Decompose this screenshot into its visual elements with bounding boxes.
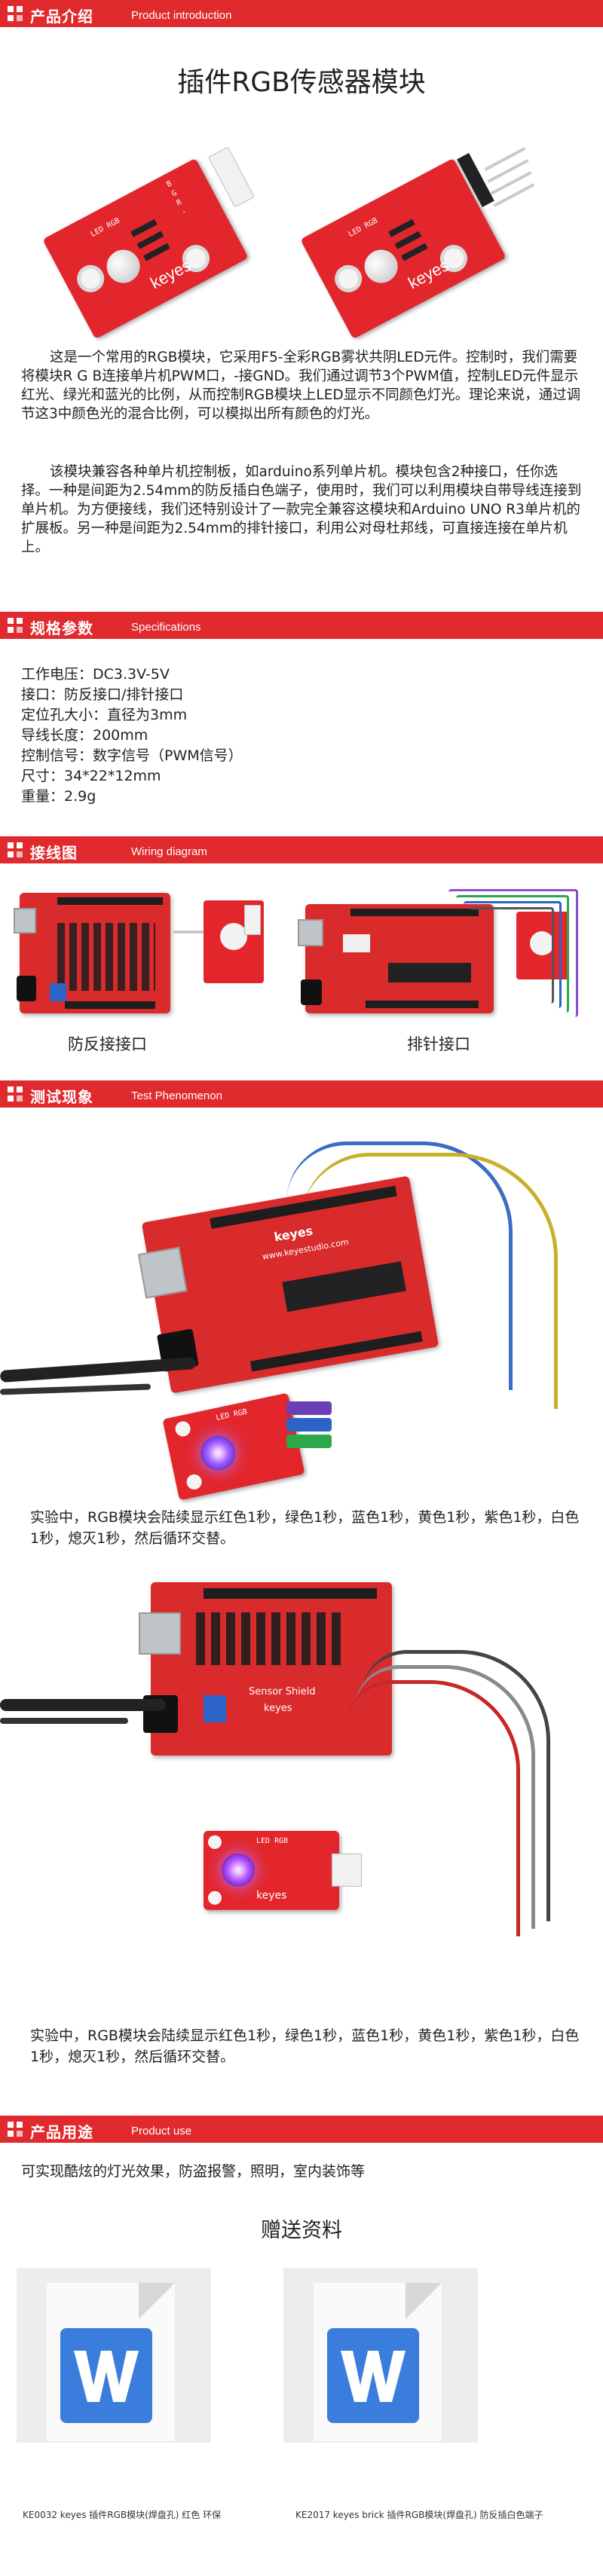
section-header-test: 测试现象 Test Phenomenon: [0, 1080, 603, 1108]
section-title: 产品介绍: [30, 8, 93, 26]
board-logo: keyes: [273, 1223, 314, 1245]
section-title: 产品用途: [30, 2123, 93, 2141]
section-icon: [8, 842, 23, 857]
board-brand: keyes: [264, 1703, 292, 1714]
spec-item: 导线长度：200mm: [21, 727, 148, 744]
wiring-label-pinheader: 排针接口: [407, 1035, 470, 1053]
section-title: 接线图: [30, 844, 78, 862]
module-label: LED RGB: [256, 1837, 289, 1845]
wiring-diagram-connector: [14, 885, 279, 1017]
wiring-label-connector: 防反接接口: [68, 1035, 147, 1053]
spec-item: 接口：防反接口/排针接口: [21, 686, 184, 703]
spec-item: 定位孔大小：直径为3mm: [21, 707, 188, 723]
section-icon: [8, 2122, 23, 2137]
module-image-connector: LED RGB B G R - keyes: [42, 139, 256, 340]
module-label: LED RGB: [215, 1407, 249, 1422]
section-header-intro: 产品介绍 Product introduction: [0, 0, 603, 27]
section-header-specs: 规格参数 Specifications: [0, 612, 603, 639]
section-icon: [8, 1086, 23, 1102]
section-header-use: 产品用途 Product use: [0, 2116, 603, 2143]
gifts-title: 赠送资料: [261, 2219, 342, 2242]
use-text: 可实现酷炫的灯光效果，防盗报警，照明，室内装饰等: [21, 2163, 366, 2180]
section-subtitle: Test Phenomenon: [131, 1089, 222, 1102]
section-title: 规格参数: [30, 619, 93, 637]
spec-item: 尺寸：34*22*12mm: [21, 768, 161, 784]
spec-list: 工作电压：DC3.3V-5V 接口：防反接口/排针接口 定位孔大小：直径为3mm…: [21, 665, 243, 807]
download-card-2[interactable]: [283, 2268, 478, 2443]
wiring-diagram-pinheader: [298, 882, 588, 1025]
module-image-pinheader: LED RGB keyes: [300, 139, 535, 340]
section-icon: [8, 618, 23, 633]
section-subtitle: Wiring diagram: [131, 845, 207, 858]
test-photo-1: keyes www.keyestudio.com LED RGB: [0, 1123, 603, 1501]
download-caption-1[interactable]: KE0032 keyes 插件RGB模块(焊盘孔) 红色 环保: [23, 2510, 222, 2520]
board-brand: keyes: [147, 255, 194, 293]
download-card-1[interactable]: [17, 2268, 211, 2443]
intro-paragraph-2: 该模块兼容各种单片机控制板，如arduino系列单片机。模块包含2种接口，任你选…: [21, 464, 582, 555]
shield-label: Sensor Shield: [249, 1686, 316, 1697]
section-subtitle: Product use: [131, 2125, 192, 2137]
spec-item: 工作电压：DC3.3V-5V: [21, 666, 170, 683]
intro-paragraph-1: 这是一个常用的RGB模块，它采用F5-全彩RGB雾状共阴LED元件。控制时，我们…: [21, 350, 581, 422]
section-header-wiring: 接线图 Wiring diagram: [0, 836, 603, 863]
board-brand: keyes: [405, 255, 452, 293]
word-doc-icon: [327, 2328, 419, 2423]
module-brand: keyes: [256, 1890, 287, 1902]
board-label: LED RGB: [89, 216, 122, 239]
spec-item: 重量：2.9g: [21, 788, 96, 805]
test-photo-2: Sensor Shield keyes LED RGB keyes: [0, 1575, 603, 2012]
section-subtitle: Specifications: [131, 621, 201, 634]
word-doc-icon: [60, 2328, 152, 2423]
section-subtitle: Product introduction: [131, 9, 232, 22]
section-icon: [8, 6, 23, 21]
spec-item: 控制信号：数字信号（PWM信号）: [21, 747, 243, 764]
section-title: 测试现象: [30, 1088, 93, 1106]
board-pins: B G R -: [165, 179, 188, 218]
board-label: LED RGB: [347, 216, 380, 239]
product-title: 插件RGB传感器模块: [177, 67, 426, 98]
test-caption-2: 实验中，RGB模块会陆续显示红色1秒，绿色1秒，蓝色1秒，黄色1秒，紫色1秒，白…: [30, 2027, 580, 2065]
test-caption-1: 实验中，RGB模块会陆续显示红色1秒，绿色1秒，蓝色1秒，黄色1秒，紫色1秒，白…: [30, 1509, 580, 1547]
download-caption-2[interactable]: KE2017 keyes brick 插件RGB模块(焊盘孔) 防反插白色端子: [295, 2510, 543, 2520]
